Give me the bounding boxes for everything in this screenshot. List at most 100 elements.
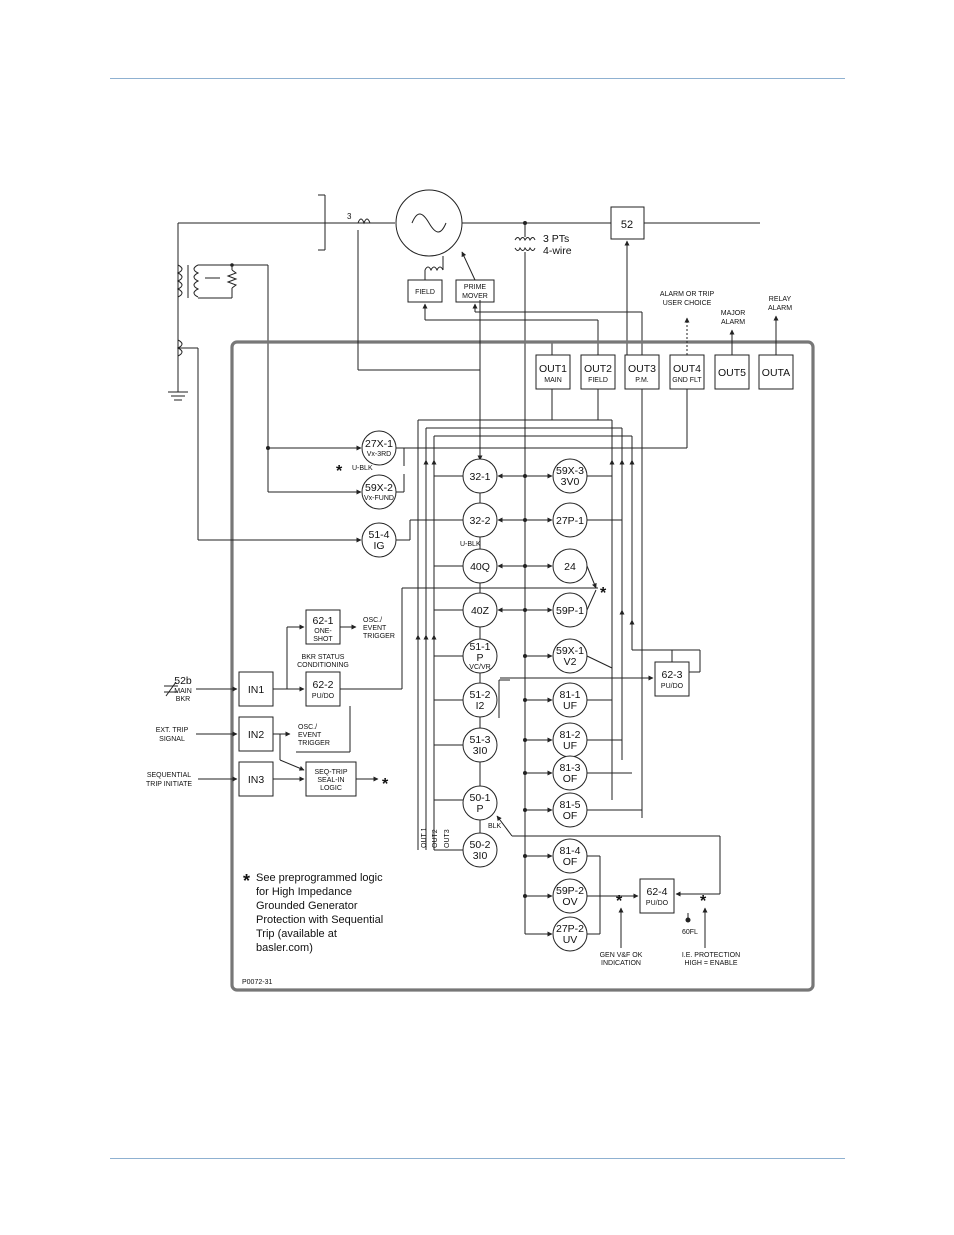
in3-ext-label: SEQUENTIAL bbox=[147, 772, 191, 779]
note-line-3: Grounded Generator bbox=[256, 900, 358, 912]
svg-text:SEAL-IN: SEAL-IN bbox=[317, 777, 344, 784]
svg-text:P.M.: P.M. bbox=[635, 377, 649, 384]
svg-text:MAIN: MAIN bbox=[544, 377, 562, 384]
51-1-label: 51-1 bbox=[469, 641, 490, 653]
50-1-label: 50-1 bbox=[469, 792, 490, 804]
left-elements: 27X-1 Vx-3RD 59X-2 Vx-FUND 51-4 IG * U-B… bbox=[198, 430, 434, 558]
svg-text:IG: IG bbox=[373, 540, 384, 552]
svg-text:P: P bbox=[476, 652, 483, 664]
blk-label: BLK bbox=[488, 823, 502, 830]
svg-text:GND FLT: GND FLT bbox=[672, 377, 702, 384]
logic-62-4 bbox=[639, 878, 675, 914]
note-line-4: Protection with Sequential bbox=[256, 914, 383, 926]
major-alarm-label: MAJOR bbox=[721, 310, 746, 317]
out3-vertical-label: OUT3 bbox=[444, 829, 451, 848]
svg-text:FIELD: FIELD bbox=[415, 289, 435, 296]
60fl-label: 60FL bbox=[682, 929, 698, 936]
40z-label: 40Z bbox=[471, 605, 490, 617]
footnote: * See preprogrammed logic for High Imped… bbox=[242, 871, 383, 986]
svg-text:UV: UV bbox=[563, 934, 578, 946]
svg-text:ONE-: ONE- bbox=[314, 628, 332, 635]
seqtrip-label: SEQ-TRIP bbox=[314, 769, 347, 776]
alarm-trip-label-1: ALARM OR TRIP bbox=[660, 291, 715, 298]
32-1-label: 32-1 bbox=[469, 471, 490, 483]
62-1-out-label: OSC./ bbox=[363, 617, 382, 624]
81-5-label: 81-5 bbox=[559, 799, 580, 811]
phase-count: 3 bbox=[347, 212, 352, 221]
header-rule bbox=[110, 78, 845, 79]
svg-text:CONDITIONING: CONDITIONING bbox=[297, 662, 349, 669]
27x-1-label: 27X-1 bbox=[365, 438, 393, 450]
59x-3-label: 59X-3 bbox=[556, 465, 584, 477]
star-genvf: * bbox=[616, 893, 623, 910]
59p-1-label: 59P-1 bbox=[556, 605, 584, 617]
svg-text:INDICATION: INDICATION bbox=[601, 960, 641, 967]
59x-1-label: 59X-1 bbox=[556, 645, 584, 657]
output-contacts: OUT1 MAIN OUT2 FIELD OUT3 P.M. OUT4 GND … bbox=[535, 291, 794, 390]
star-seqtrip: * bbox=[382, 776, 389, 793]
svg-text:FIELD: FIELD bbox=[588, 377, 608, 384]
51-3-label: 51-3 bbox=[469, 734, 490, 746]
relay-alarm-label: RELAY bbox=[769, 296, 792, 303]
out1-label: OUT1 bbox=[539, 363, 567, 375]
output-bus-wiring: OUT 1 OUT2 OUT3 bbox=[357, 230, 688, 850]
field-box bbox=[407, 279, 443, 303]
27p-2-label: 27P-2 bbox=[556, 923, 584, 935]
in3-label: IN3 bbox=[248, 774, 265, 786]
footnote-star: * bbox=[243, 871, 250, 891]
svg-text:MAIN: MAIN bbox=[174, 688, 192, 695]
in1-label: IN1 bbox=[248, 684, 265, 696]
27p-1-label: 27P-1 bbox=[556, 515, 584, 527]
svg-text:OF: OF bbox=[563, 810, 578, 822]
inputs-logic: IN1 IN2 IN3 52b MAIN BKR EXT. TRIP SIGNA… bbox=[146, 587, 598, 797]
out1-vertical-label: OUT 1 bbox=[421, 827, 428, 848]
51-2-label: 51-2 bbox=[469, 689, 490, 701]
note-line-2: for High Impedance bbox=[256, 886, 352, 898]
relay-enclosure bbox=[230, 340, 815, 992]
right-column: 59X-3 3V0 27P-1 24 59P-1 59X-1 V2 81-1 U… bbox=[497, 458, 740, 967]
ublk-label-2: U-BLK bbox=[460, 541, 481, 548]
in1-ext-52b: 52b bbox=[174, 675, 192, 687]
svg-text:3I0: 3I0 bbox=[473, 745, 488, 757]
svg-text:Vx-FUND: Vx-FUND bbox=[364, 495, 394, 502]
svg-text:3I0: 3I0 bbox=[473, 850, 488, 862]
out4-label: OUT4 bbox=[673, 363, 701, 375]
svg-text:SHOT: SHOT bbox=[313, 636, 333, 643]
svg-text:62-3: 62-3 bbox=[661, 669, 682, 681]
drawing-id: P0072-31 bbox=[242, 979, 272, 986]
81-1-label: 81-1 bbox=[559, 689, 580, 701]
svg-text:BKR: BKR bbox=[176, 696, 190, 703]
51-4-label: 51-4 bbox=[368, 529, 389, 541]
svg-text:PU/DO: PU/DO bbox=[312, 693, 335, 700]
svg-text:OF: OF bbox=[563, 773, 578, 785]
svg-text:ALARM: ALARM bbox=[721, 319, 745, 326]
81-3-label: 81-3 bbox=[559, 762, 580, 774]
star-27x: * bbox=[336, 463, 343, 480]
62-1-label: 62-1 bbox=[312, 615, 333, 627]
genvf-label-1: GEN V&F OK bbox=[600, 952, 643, 959]
svg-text:TRIGGER: TRIGGER bbox=[363, 633, 395, 640]
svg-text:62-4: 62-4 bbox=[646, 886, 667, 898]
svg-text:EVENT: EVENT bbox=[298, 732, 322, 739]
out3-label: OUT3 bbox=[628, 363, 656, 375]
svg-text:VC/VR: VC/VR bbox=[469, 664, 490, 671]
svg-text:UF: UF bbox=[563, 740, 577, 752]
svg-text:Vx-3RD: Vx-3RD bbox=[367, 451, 392, 458]
svg-text:TRIP INITIATE: TRIP INITIATE bbox=[146, 781, 192, 788]
in2-label: IN2 bbox=[248, 729, 265, 741]
svg-text:OV: OV bbox=[562, 896, 577, 908]
svg-text:TRIGGER: TRIGGER bbox=[298, 740, 330, 747]
ublk-label-1: U-BLK bbox=[352, 465, 373, 472]
pt-label-1: 3 PTs bbox=[543, 233, 569, 245]
center-column: 32-1 32-2 U-BLK 40Q 40Z 51-1 P VC/VR 51-… bbox=[434, 458, 721, 894]
32-2-label: 32-2 bbox=[469, 515, 490, 527]
svg-text:HIGH = ENABLE: HIGH = ENABLE bbox=[684, 960, 737, 967]
footer-rule bbox=[110, 1158, 845, 1159]
note-line-1: See preprogrammed logic bbox=[256, 872, 383, 884]
svg-text:SIGNAL: SIGNAL bbox=[159, 736, 185, 743]
in2-ext-label: EXT. TRIP bbox=[156, 727, 189, 734]
svg-text:V2: V2 bbox=[564, 656, 577, 668]
in2-out-label: OSC./ bbox=[298, 724, 317, 731]
svg-text:P: P bbox=[476, 803, 483, 815]
